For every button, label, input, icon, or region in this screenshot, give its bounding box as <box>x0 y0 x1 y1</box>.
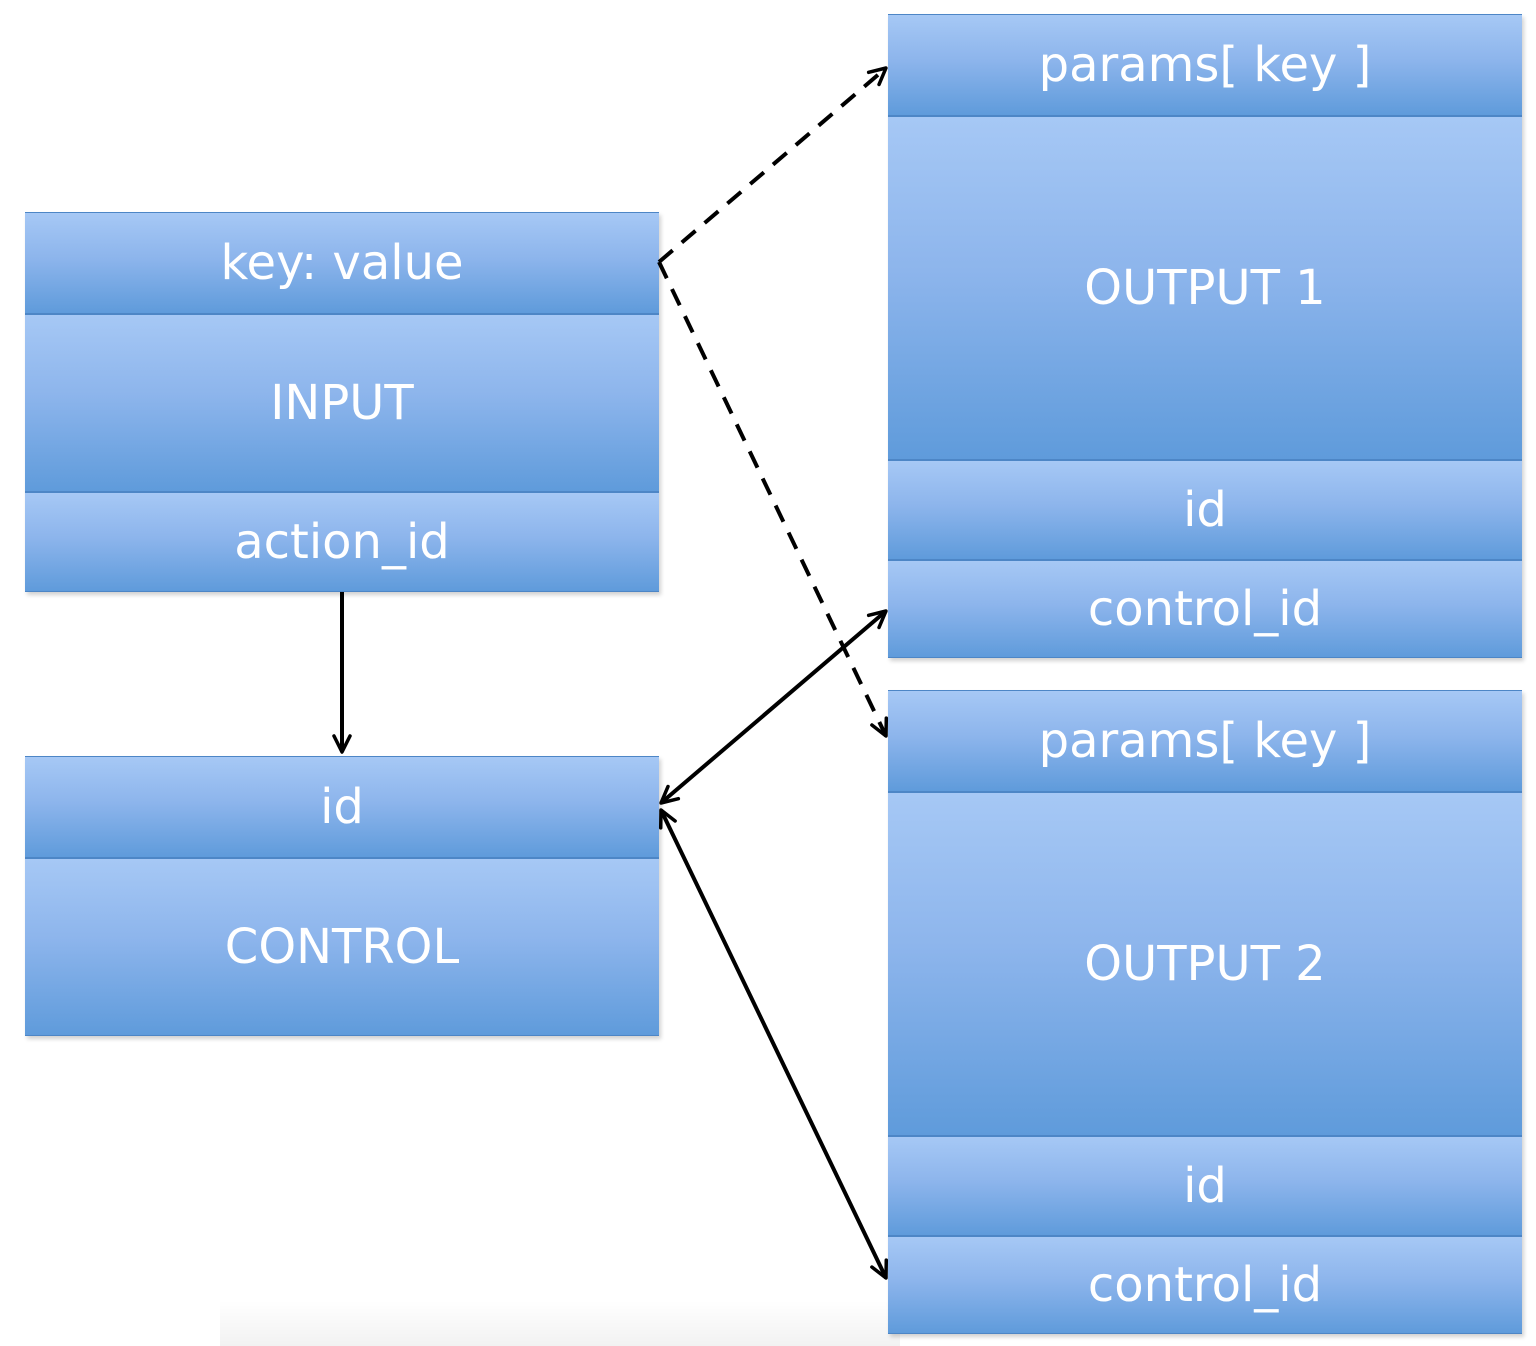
dashed-arrow-to-output1-params <box>657 66 888 264</box>
control-id-cell: id <box>25 756 659 858</box>
input-title-cell: INPUT <box>25 314 659 492</box>
output1-control-id-cell: control_id <box>888 560 1522 658</box>
output1-id-label: id <box>1183 482 1227 538</box>
output2-id-cell: id <box>888 1136 1522 1236</box>
dashed-arrow-to-output2-params <box>657 261 889 738</box>
output1-title-label: OUTPUT 1 <box>1084 260 1326 316</box>
output2-id-label: id <box>1183 1158 1227 1214</box>
output1-control-id-label: control_id <box>1087 581 1323 637</box>
double-arrow-control-to-output2-control-id <box>658 808 889 1280</box>
output2-table: params[ key ] OUTPUT 2 id control_id <box>888 690 1522 1334</box>
output1-title-cell: OUTPUT 1 <box>888 116 1522 460</box>
input-key-value-label: key: value <box>220 235 464 291</box>
output1-table: params[ key ] OUTPUT 1 id control_id <box>888 14 1522 658</box>
control-id-label: id <box>320 779 364 835</box>
input-table: key: value INPUT action_id <box>25 212 659 592</box>
double-arrow-control-to-output1-control-id <box>659 609 888 805</box>
output2-control-id-label: control_id <box>1087 1257 1323 1313</box>
output2-title-label: OUTPUT 2 <box>1084 936 1326 992</box>
output1-id-cell: id <box>888 460 1522 560</box>
output2-control-id-cell: control_id <box>888 1236 1522 1334</box>
output1-params-cell: params[ key ] <box>888 14 1522 116</box>
control-title-cell: CONTROL <box>25 858 659 1036</box>
input-action-id-cell: action_id <box>25 492 659 592</box>
input-key-value-cell: key: value <box>25 212 659 314</box>
input-title-label: INPUT <box>270 375 414 431</box>
output1-params-label: params[ key ] <box>1038 37 1372 93</box>
output2-params-cell: params[ key ] <box>888 690 1522 792</box>
floor-shadow <box>220 1300 900 1346</box>
control-title-label: CONTROL <box>224 919 460 975</box>
output2-title-cell: OUTPUT 2 <box>888 792 1522 1136</box>
control-table: id CONTROL <box>25 756 659 1036</box>
output2-params-label: params[ key ] <box>1038 713 1372 769</box>
input-action-id-label: action_id <box>234 514 450 570</box>
